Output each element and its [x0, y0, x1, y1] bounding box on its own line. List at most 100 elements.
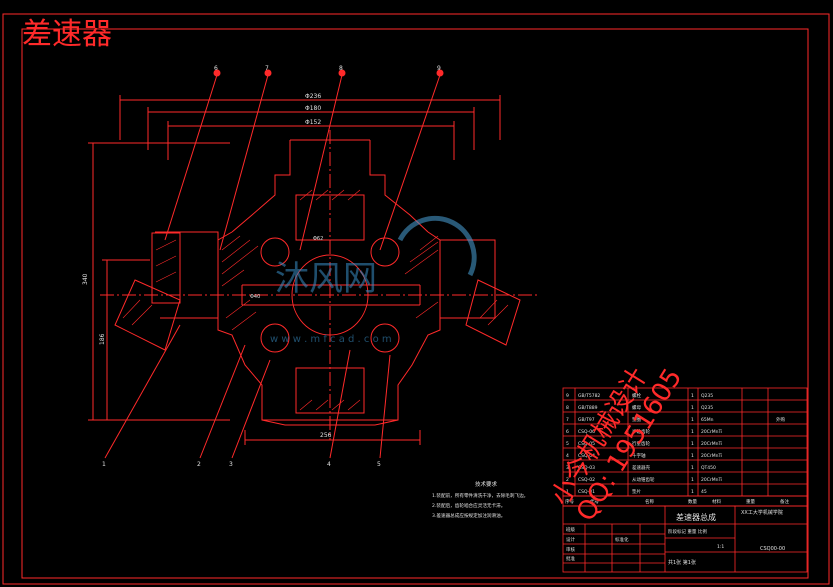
- bom-header-material: 材料: [712, 498, 721, 505]
- drawing-name: 差速器总成: [676, 512, 716, 522]
- bom-row-code: CSQ-04: [578, 453, 595, 459]
- differential-assembly: [88, 69, 540, 459]
- dim-340: 340: [82, 273, 89, 285]
- bom-row-name: 螺栓: [632, 392, 641, 399]
- dim-phi152: Φ152: [305, 119, 321, 126]
- bom-row-code: GB/T5782: [578, 393, 600, 399]
- notes-line-2: 2.装配后，齿轮啮合应灵活无卡滞。: [432, 502, 505, 509]
- bom-row-material: Q235: [701, 393, 713, 399]
- mark-labels: 阶段标记 重量 比例: [668, 528, 707, 535]
- title-block: [562, 505, 808, 573]
- notes-line-1: 1.装配前，所有零件清洗干净，去除毛刺飞边。: [432, 492, 528, 499]
- bom-row-name: 垫片: [632, 488, 641, 495]
- bom-row-qty: 1: [691, 489, 694, 495]
- bom-row-qty: 1: [691, 441, 694, 447]
- bom-row-code: GB/T97: [578, 417, 595, 423]
- bom-rows: 9 GB/T5782 螺栓 1 Q235 8 GB/T889 螺母 1 Q235…: [566, 392, 785, 495]
- dim-phi180: Φ180: [305, 105, 321, 112]
- bom-row-no: 5: [566, 441, 569, 447]
- designer-label: 设计: [566, 536, 575, 543]
- dim-phi40: Φ40: [250, 294, 260, 300]
- bom-row-qty: 1: [691, 453, 694, 459]
- school-name: XX工大学机械学院: [741, 509, 783, 516]
- bom-row-code: CSQ-05: [578, 441, 595, 447]
- drawing-number: CSQ00-00: [760, 546, 785, 552]
- bom-row-no: 9: [566, 393, 569, 399]
- bom-row-no: 7: [566, 417, 569, 423]
- checker-label: 审核: [566, 546, 575, 553]
- class-label: 班级: [566, 526, 575, 533]
- watermark-logo-text: 沐风网: [275, 259, 377, 299]
- outer-border: [2, 13, 830, 585]
- bom-row-material: 45: [701, 489, 707, 495]
- bom-row-material: 20CrMnTi: [701, 441, 722, 447]
- callout-4: 4: [327, 461, 331, 468]
- bom-row-material: 20CrMnTi: [701, 477, 722, 483]
- bom-row-code: GB/T889: [578, 405, 598, 411]
- bom-row-code: CSQ-06: [578, 429, 595, 435]
- callout-2: 2: [197, 461, 201, 468]
- bom-row-material: 65Mn: [701, 417, 714, 423]
- callout-9: 9: [437, 65, 441, 72]
- notes-line-3: 3.差速器总成应按规定加注润滑油。: [432, 512, 505, 519]
- bom-row-material: 20CrMnTi: [701, 453, 722, 459]
- bom-row-qty: 1: [691, 477, 694, 483]
- bom-header-no: 序号: [565, 498, 574, 505]
- sheet-text: 共1张 第1张: [668, 559, 696, 566]
- bom-row-no: 2: [566, 477, 569, 483]
- bom-row-code: CSQ-03: [578, 465, 595, 471]
- callout-5: 5: [377, 461, 381, 468]
- callout-3: 3: [229, 461, 233, 468]
- standard-label: 标准化: [615, 536, 629, 543]
- bom-header-qty: 数量: [688, 498, 697, 505]
- bom-row-name: 十字轴: [632, 452, 646, 459]
- callout-6: 6: [214, 65, 218, 72]
- bom-note-cell: 外购: [776, 416, 785, 423]
- bom-row-no: 1: [566, 489, 569, 495]
- bom-row-material: 20CrMnTi: [701, 429, 722, 435]
- callout-1: 1: [102, 461, 106, 468]
- bom-header-code: 代号: [590, 498, 599, 505]
- contact-watermark: 小今机械设计 QQ: 1951605: [545, 363, 688, 527]
- bom-row-code: CSQ-02: [578, 477, 595, 483]
- dim-256: 256: [320, 432, 332, 439]
- approver-label: 批准: [566, 555, 575, 562]
- drawing-title: 差速器: [22, 17, 112, 52]
- bom-header-name: 名称: [645, 498, 654, 505]
- bom-row-qty: 1: [691, 465, 694, 471]
- bom-row-material: QT450: [701, 465, 716, 471]
- bom-row-name: 从动锥齿轮: [632, 476, 655, 483]
- watermark-url: w w w . m f c a d . c o m: [270, 334, 392, 345]
- dim-phi236: Φ236: [305, 93, 321, 100]
- bom-row-name: 行星齿轮: [632, 440, 650, 447]
- dim-phi62: Φ62: [313, 236, 323, 242]
- bom-row-no: 8: [566, 405, 569, 411]
- bom-row-material: Q235: [701, 405, 713, 411]
- title-block-text: 差速器总成 XX工大学机械学院 阶段标记 重量 比例 1:1 共1张 第1张 C…: [566, 509, 785, 566]
- scale-value: 1:1: [717, 544, 724, 550]
- bom-row-no: 4: [566, 453, 569, 459]
- callout-7: 7: [265, 65, 269, 72]
- bom-row-qty: 1: [691, 393, 694, 399]
- bom-row-name: 垫圈: [632, 416, 641, 423]
- callout-8: 8: [339, 65, 343, 72]
- bom-row-name: 半轴齿轮: [632, 428, 650, 435]
- notes-heading: 技术要求: [475, 480, 498, 488]
- bom-row-no: 6: [566, 429, 569, 435]
- bom-row-qty: 1: [691, 405, 694, 411]
- technical-notes: 技术要求 1.装配前，所有零件清洗干净，去除毛刺飞边。 2.装配后，齿轮啮合应灵…: [432, 480, 528, 519]
- watermark-logo: 沐风网 w w w . m f c a d . c o m: [270, 215, 477, 345]
- bom-row-no: 3: [566, 465, 569, 471]
- section-hatching: [122, 189, 509, 411]
- bom-row-qty: 1: [691, 429, 694, 435]
- bom-row-qty: 1: [691, 417, 694, 423]
- bom-header-labels: 序号 代号 名称 数量 材料 重量 备注: [565, 498, 789, 505]
- bom-row-name: 差速器壳: [632, 464, 650, 471]
- bom-header-weight: 重量: [746, 498, 755, 505]
- inner-border: [21, 28, 809, 579]
- dim-186: 186: [99, 333, 106, 345]
- bom-header-remark: 备注: [780, 498, 789, 505]
- bom-row-code: CSQ-01: [578, 489, 595, 495]
